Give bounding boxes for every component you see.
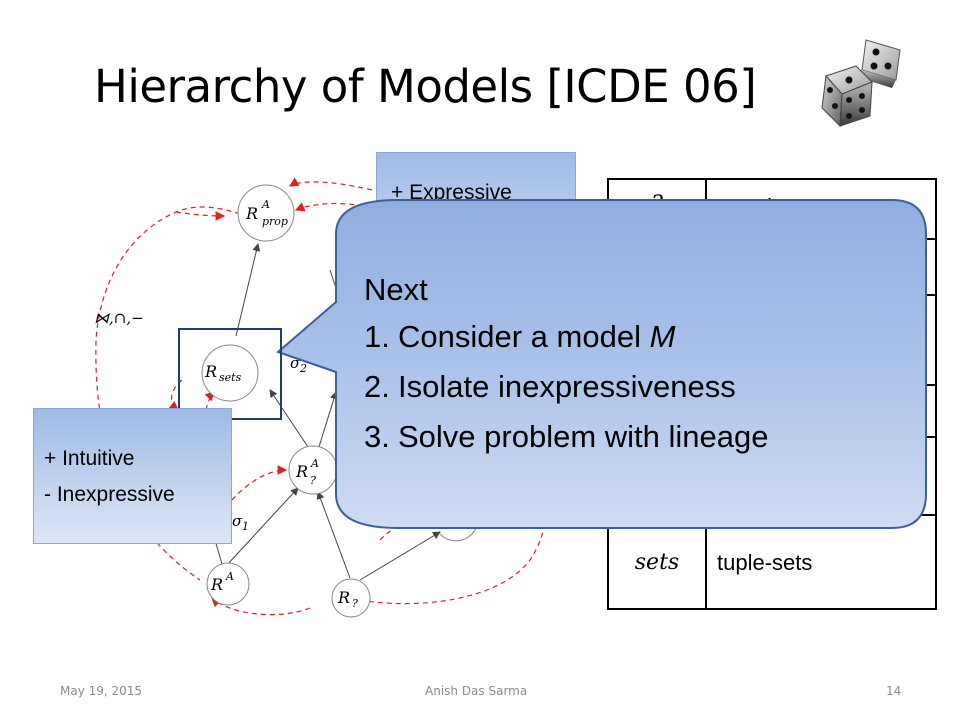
node-r-q: R ? bbox=[331, 578, 371, 618]
list-number: 2. bbox=[364, 369, 390, 404]
svg-text:A: A bbox=[261, 198, 270, 211]
list-emphasis: M bbox=[649, 319, 676, 354]
svg-text:R: R bbox=[210, 575, 223, 594]
inexpressive-label: - Inexpressive bbox=[44, 483, 175, 506]
node-r-prop-a: R A prop bbox=[237, 184, 295, 242]
footer-author: Anish Das Sarma bbox=[425, 684, 528, 698]
list-item: 1.Consider a model M bbox=[364, 312, 769, 362]
svg-text:A: A bbox=[225, 570, 234, 583]
diagram-nodes: R A prop R sets R A ? R A R bbox=[201, 184, 477, 618]
solid-edges bbox=[210, 243, 441, 581]
dashed-edge bbox=[294, 202, 373, 212]
list-item: 3.Solve problem with lineage bbox=[364, 412, 769, 462]
dashed-edge bbox=[231, 465, 288, 501]
svg-text:prop: prop bbox=[262, 215, 288, 228]
footer-page-number: 14 bbox=[886, 684, 902, 698]
svg-text:?: ? bbox=[310, 474, 316, 487]
dice-icon bbox=[821, 39, 901, 128]
svg-text:sets: sets bbox=[219, 371, 242, 384]
list-text: Solve problem with lineage bbox=[398, 419, 769, 454]
expressive-label: + Expressive bbox=[391, 181, 512, 204]
solid-edge bbox=[269, 389, 311, 451]
operator-sigma-1: σ bbox=[232, 512, 243, 530]
table-model-cell: sets bbox=[634, 550, 680, 575]
callout-heading: Next bbox=[364, 272, 428, 307]
footer-date: May 19, 2015 bbox=[60, 684, 143, 698]
list-text: Isolate inexpressiveness bbox=[398, 369, 736, 404]
solid-edge bbox=[225, 487, 299, 567]
svg-text:R: R bbox=[337, 588, 350, 607]
table-desc-cell: tuple-sets bbox=[717, 550, 813, 575]
solid-edge bbox=[359, 531, 441, 581]
solid-edge bbox=[316, 491, 351, 579]
callout-shape bbox=[276, 199, 927, 529]
svg-text:?: ? bbox=[352, 597, 358, 610]
node-r-q-a: R A ? bbox=[288, 445, 338, 495]
intuitive-label: + Intuitive bbox=[44, 447, 135, 470]
svg-text:A: A bbox=[310, 457, 319, 470]
list-number: 1. bbox=[364, 319, 390, 354]
svg-text:R: R bbox=[245, 204, 258, 223]
operator-sigma-1-sub: 1 bbox=[242, 520, 249, 533]
operator-join-union-minus: ⋈,∩,− bbox=[94, 309, 144, 327]
list-number: 3. bbox=[364, 419, 390, 454]
list-item: 2.Isolate inexpressiveness bbox=[364, 362, 769, 412]
slide-title: Hierarchy of Models [ICDE 06] bbox=[94, 60, 757, 113]
node-partial-right bbox=[439, 527, 477, 542]
solid-edge bbox=[317, 391, 338, 451]
node-r-sets: R sets bbox=[201, 344, 259, 402]
solid-edge bbox=[235, 243, 261, 337]
callout-content: Next 1.Consider a model M 2.Isolate inex… bbox=[364, 268, 769, 462]
next-steps-list: 1.Consider a model M 2.Isolate inexpress… bbox=[364, 312, 769, 462]
svg-text:R: R bbox=[204, 362, 217, 381]
sets-highlight-box bbox=[178, 328, 282, 420]
svg-text:R: R bbox=[295, 462, 308, 481]
dashed-edge bbox=[175, 211, 226, 221]
node-r-a: R A bbox=[206, 562, 250, 606]
list-text: Consider a model bbox=[398, 319, 650, 354]
intuitive-box: + Intuitive - Inexpressive bbox=[33, 408, 232, 544]
operator-sigma-2: σ bbox=[290, 354, 301, 372]
operator-sigma-2-sub: 2 bbox=[299, 362, 307, 375]
dashed-edge bbox=[288, 177, 373, 191]
